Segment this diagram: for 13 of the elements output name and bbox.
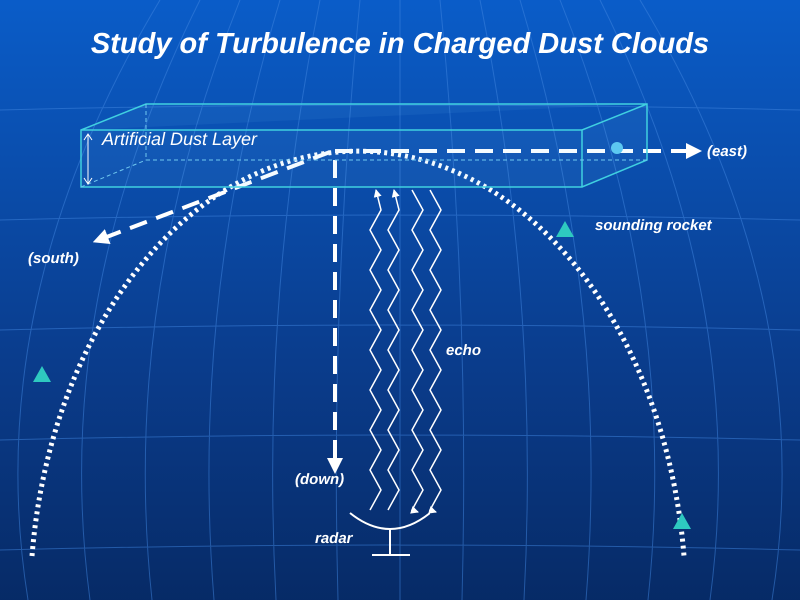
direction-label: (south) xyxy=(28,250,79,267)
direction-label: (east) xyxy=(707,143,748,160)
direction-label: (down) xyxy=(295,471,344,488)
rocket-label: sounding rocket xyxy=(595,217,712,234)
radar-label: radar xyxy=(315,530,353,547)
title: Study of Turbulence in Charged Dust Clouds xyxy=(90,28,710,61)
echo-wave xyxy=(387,189,400,510)
edge-label: echo xyxy=(446,342,482,359)
dust-layer-box xyxy=(80,103,648,188)
echo-wave xyxy=(410,190,424,514)
layer-label: Artificial Dust Layer xyxy=(102,129,258,150)
echo-wave xyxy=(369,189,382,510)
echo-wave xyxy=(428,190,442,514)
